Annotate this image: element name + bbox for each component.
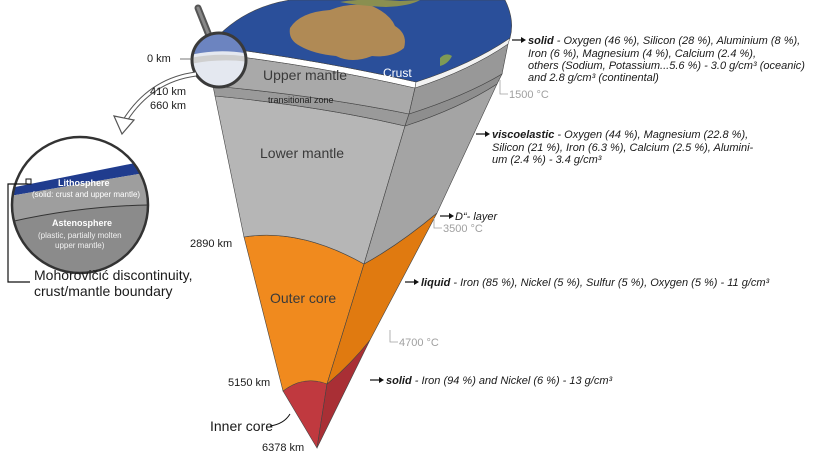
depth-410km: 410 km [150, 86, 186, 98]
arrow-crust [512, 37, 526, 43]
asthenosphere-label: Astenosphere [52, 218, 112, 228]
zoom-arrowhead [112, 115, 136, 136]
inner-core-state: solid [386, 375, 412, 387]
outer-core-desc: liquid - Iron (85 %), Nickel (5 %), Sulf… [421, 277, 770, 289]
zoom-arrow [121, 71, 197, 124]
inset-circle [10, 135, 150, 275]
arrow-outer-core [405, 279, 419, 285]
asthenosphere-sub1: (plastic, partially molten [38, 231, 122, 240]
arrow-inner-core [370, 377, 384, 383]
d-layer-label: D“- layer [455, 211, 499, 223]
crust-desc-l1: - Oxygen (46 %), Silicon (28 %), Alumini… [554, 35, 801, 47]
crust-desc-line2: Iron (6 %), Magnesium (4 %), Calcium (2.… [528, 48, 756, 60]
inner-core-desc: solid - Iron (94 %) and Nickel (6 %) - 1… [386, 375, 613, 387]
mantle-desc-line2: Silicon (21 %), Iron (6.3 %), Calcium (2… [492, 142, 754, 154]
crust-label: Crust [383, 66, 412, 80]
crust-desc-line4: and 2.8 g/cm³ (continental) [528, 72, 659, 84]
mantle-desc-line1: viscoelastic - Oxygen (44 %), Magnesium … [492, 129, 748, 141]
mantle-desc-l1: - Oxygen (44 %), Magnesium (22.8 %), [554, 129, 748, 141]
depth-0km: 0 km [147, 53, 171, 65]
moho-marker [25, 178, 32, 185]
arrow-dlayer [440, 213, 454, 219]
new-zealand-landmass [440, 54, 452, 66]
marker-3500-line [433, 218, 442, 229]
crust-state: solid [528, 35, 554, 47]
outer-core-state: liquid [421, 277, 451, 289]
mantle-state: viscoelastic [492, 129, 554, 141]
moho-label-line1: Mohorovičić discontinuity, [34, 267, 192, 283]
mantle-desc-line3: um (2.4 %) - 3.4 g/cm³ [492, 154, 602, 166]
upper-mantle-label: Upper mantle [263, 67, 347, 83]
inner-core-pointer [269, 413, 291, 427]
temp-3500: 3500 °C [443, 223, 483, 235]
crust-desc-line1: solid - Oxygen (46 %), Silicon (28 %), A… [528, 35, 800, 47]
depth-660km: 660 km [150, 100, 186, 112]
outer-core-desc-l1: - Iron (85 %), Nickel (5 %), Sulfur (5 %… [450, 277, 769, 289]
lithosphere-sub: (solid: crust and upper mantle) [32, 190, 140, 199]
moho-label-line2: crust/mantle boundary [34, 283, 173, 299]
transitional-zone-label: transitional zone [268, 95, 334, 105]
temp-4700: 4700 °C [399, 337, 439, 349]
magnifier-icon [190, 4, 248, 89]
depth-2890km: 2890 km [190, 238, 232, 250]
depth-5150km: 5150 km [228, 377, 270, 389]
temp-1500: 1500 °C [509, 89, 549, 101]
outer-core-label: Outer core [270, 290, 336, 306]
inner-core-desc-l1: - Iron (94 %) and Nickel (6 %) - 13 g/cm… [412, 375, 613, 387]
moho-leader-line [7, 183, 30, 283]
asthenosphere-sub2: upper mantle) [55, 241, 105, 250]
australia-landmass [289, 4, 405, 60]
marker-4700-line [389, 330, 398, 343]
zoom-arrow-inner [122, 72, 197, 123]
lower-mantle-label: Lower mantle [260, 145, 344, 161]
marker-1500-line [499, 80, 508, 95]
lithosphere-label: Lithosphere [58, 178, 110, 188]
crust-desc-line3: others (Sodium, Potassium...5.6 %) - 3.0… [528, 60, 805, 72]
inner-core-label: Inner core [210, 418, 273, 434]
depth-6378km: 6378 km [262, 442, 304, 454]
landmass-north [340, 0, 420, 7]
arrow-mantle [476, 131, 490, 137]
